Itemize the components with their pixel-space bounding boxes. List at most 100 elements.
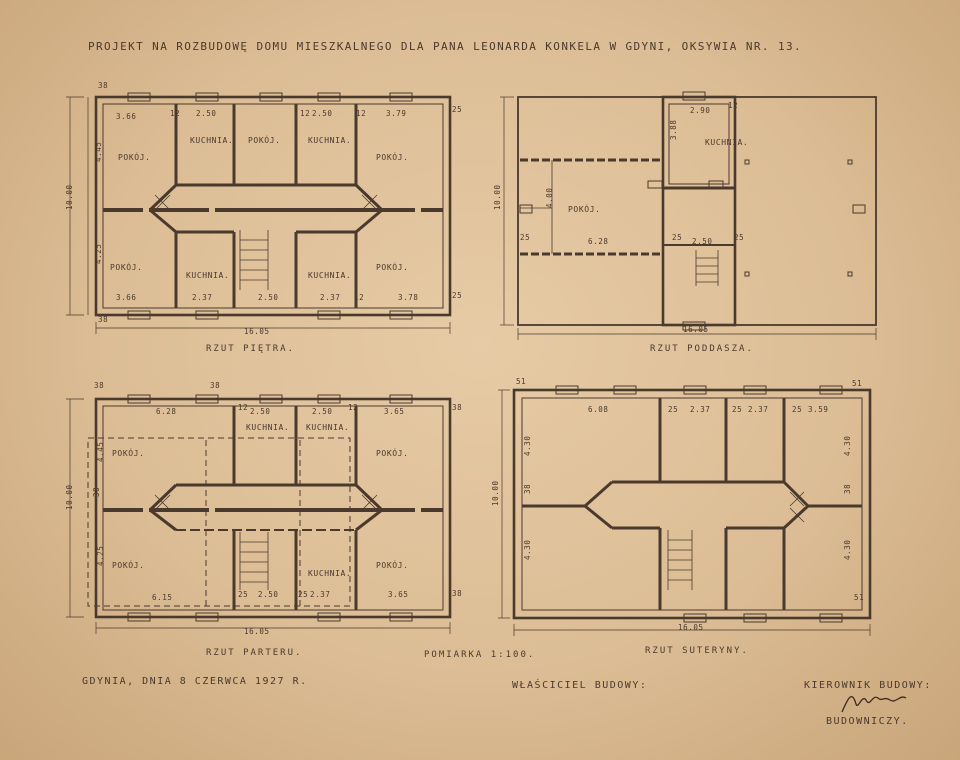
room-label: KUCHNIA. [308,271,351,280]
room-label: POKÓJ. [118,151,151,162]
dimension-label: 3.66 [116,293,136,302]
room-label: KUCHNIA. [246,423,289,432]
dimension-label: 3.65 [388,590,408,599]
dimension-label: 2.90 [690,106,710,115]
dimension-label: 12 [728,101,738,110]
caption-sutereny: RZUT SUTERYNY. [645,646,749,656]
dimension-label: 25 [452,291,462,300]
owner-label: WŁAŚCICIEL BUDOWY: [512,680,648,691]
dimension-label: 2.50 [196,109,216,118]
dimension-label: 16.05 [678,623,704,632]
dimension-label: 38 [210,381,220,390]
room-label: POKÓJ. [112,447,145,458]
dimension-label: 25 [452,105,462,114]
plan-poddasza [500,91,877,340]
caption-parteru: RZUT PARTERU. [206,648,303,658]
dimension-label: 6.15 [152,593,172,602]
dimension-label: 25 [520,233,530,242]
dimension-label: 2.50 [692,237,712,246]
dimension-label: 3.59 [808,405,828,414]
dimension-label: 2.37 [748,405,768,414]
room-label: KUCHNIA. [308,569,351,578]
dimension-label: 12 [300,109,310,118]
dimension-label: 38 [92,487,101,497]
room-label: POKÓJ. [376,559,409,570]
room-label: KUCHNIA. [308,136,351,145]
dimension-label: 10.00 [65,184,74,210]
room-label: POKÓJ. [376,447,409,458]
room-label: POKÓJ. [376,151,409,162]
dimension-label: 2.37 [690,405,710,414]
dimension-label: 25 [672,233,682,242]
dimension-label: 2.37 [320,293,340,302]
dimension-label: 10.00 [65,484,74,510]
dimension-label: 6.08 [588,405,608,414]
dimension-label: 38 [98,81,108,90]
dimension-label: 25 [792,405,802,414]
dimension-label: 16.05 [244,327,270,336]
room-label: KUCHNIA. [306,423,349,432]
dimension-label: 51 [516,377,526,386]
dimension-label: 4.45 [94,142,103,162]
dimension-label: 38 [98,315,108,324]
dimension-label: 12 [348,403,358,412]
room-label: POKÓJ. [248,134,281,145]
dimension-label: 3.79 [386,109,406,118]
plan-annotations: POKÓJ. KUCHNIA. POKÓJ. KUCHNIA. POKÓJ. POKÓJ.… [65,81,864,636]
dimension-label: 25 [298,590,308,599]
dimension-label: 4.25 [94,244,103,264]
dimension-label: 2.37 [310,590,330,599]
room-label: POKÓJ. [568,203,601,214]
dimension-label: 4.00 [545,188,554,208]
dimension-label: 2.50 [258,293,278,302]
dimension-label: 51 [852,379,862,388]
dimension-label: 2.37 [192,293,212,302]
dimension-label: 3.65 [384,407,404,416]
dimension-label: 16.05 [244,627,270,636]
dimension-label: 3.78 [398,293,418,302]
builder-label: BUDOWNICZY. [826,716,909,727]
dimension-label: 12 [238,403,248,412]
room-label: KUCHNIA. [705,138,748,147]
dimension-label: 4.30 [523,436,532,456]
dimension-label: 2.50 [250,407,270,416]
dimension-label: 25 [668,405,678,414]
dimension-label: 12 [356,109,366,118]
dimension-label: 38 [452,589,462,598]
dimension-label: 25 [238,590,248,599]
dimension-label: 38 [94,381,104,390]
room-label: KUCHNIA. [190,136,233,145]
caption-pietra: RZUT PIĘTRA. [206,344,296,354]
dimension-label: 4.30 [843,436,852,456]
dimension-label: 3.88 [669,120,678,140]
dimension-label: 6.28 [156,407,176,416]
room-label: POKÓJ. [112,559,145,570]
room-label: POKÓJ. [110,261,143,272]
dimension-label: 38 [452,403,462,412]
room-label: POKÓJ. [376,261,409,272]
dimension-label: 25 [734,233,744,242]
dimension-label: 4.25 [96,546,105,566]
dimension-label: 10.00 [493,184,502,210]
dimension-label: 2.50 [258,590,278,599]
caption-poddasza: RZUT PODDASZA. [650,344,754,354]
dimension-label: 10.00 [491,480,500,506]
scale-note: POMIARKA 1:100. [424,650,536,660]
dimension-label: 3.66 [116,112,136,121]
dimension-label: 6.28 [588,237,608,246]
dimension-label: 4.30 [523,540,532,560]
signature-mark [841,696,907,713]
dimension-label: 2.50 [312,407,332,416]
dimension-label: 25 [732,405,742,414]
manager-label: KIEROWNIK BUDOWY: [804,680,932,691]
dimension-label: 12 [170,109,180,118]
room-label: KUCHNIA. [186,271,229,280]
dimension-label: 16.05 [683,325,709,334]
plan-parteru [66,394,452,634]
place-date: GDYNIA, DNIA 8 CZERWCA 1927 R. [82,676,308,687]
plan-sutereny [498,385,872,636]
dimension-label: 2.50 [312,109,332,118]
drawing-title: PROJEKT NA ROZBUDOWĘ DOMU MIESZKALNEGO D… [88,40,803,53]
